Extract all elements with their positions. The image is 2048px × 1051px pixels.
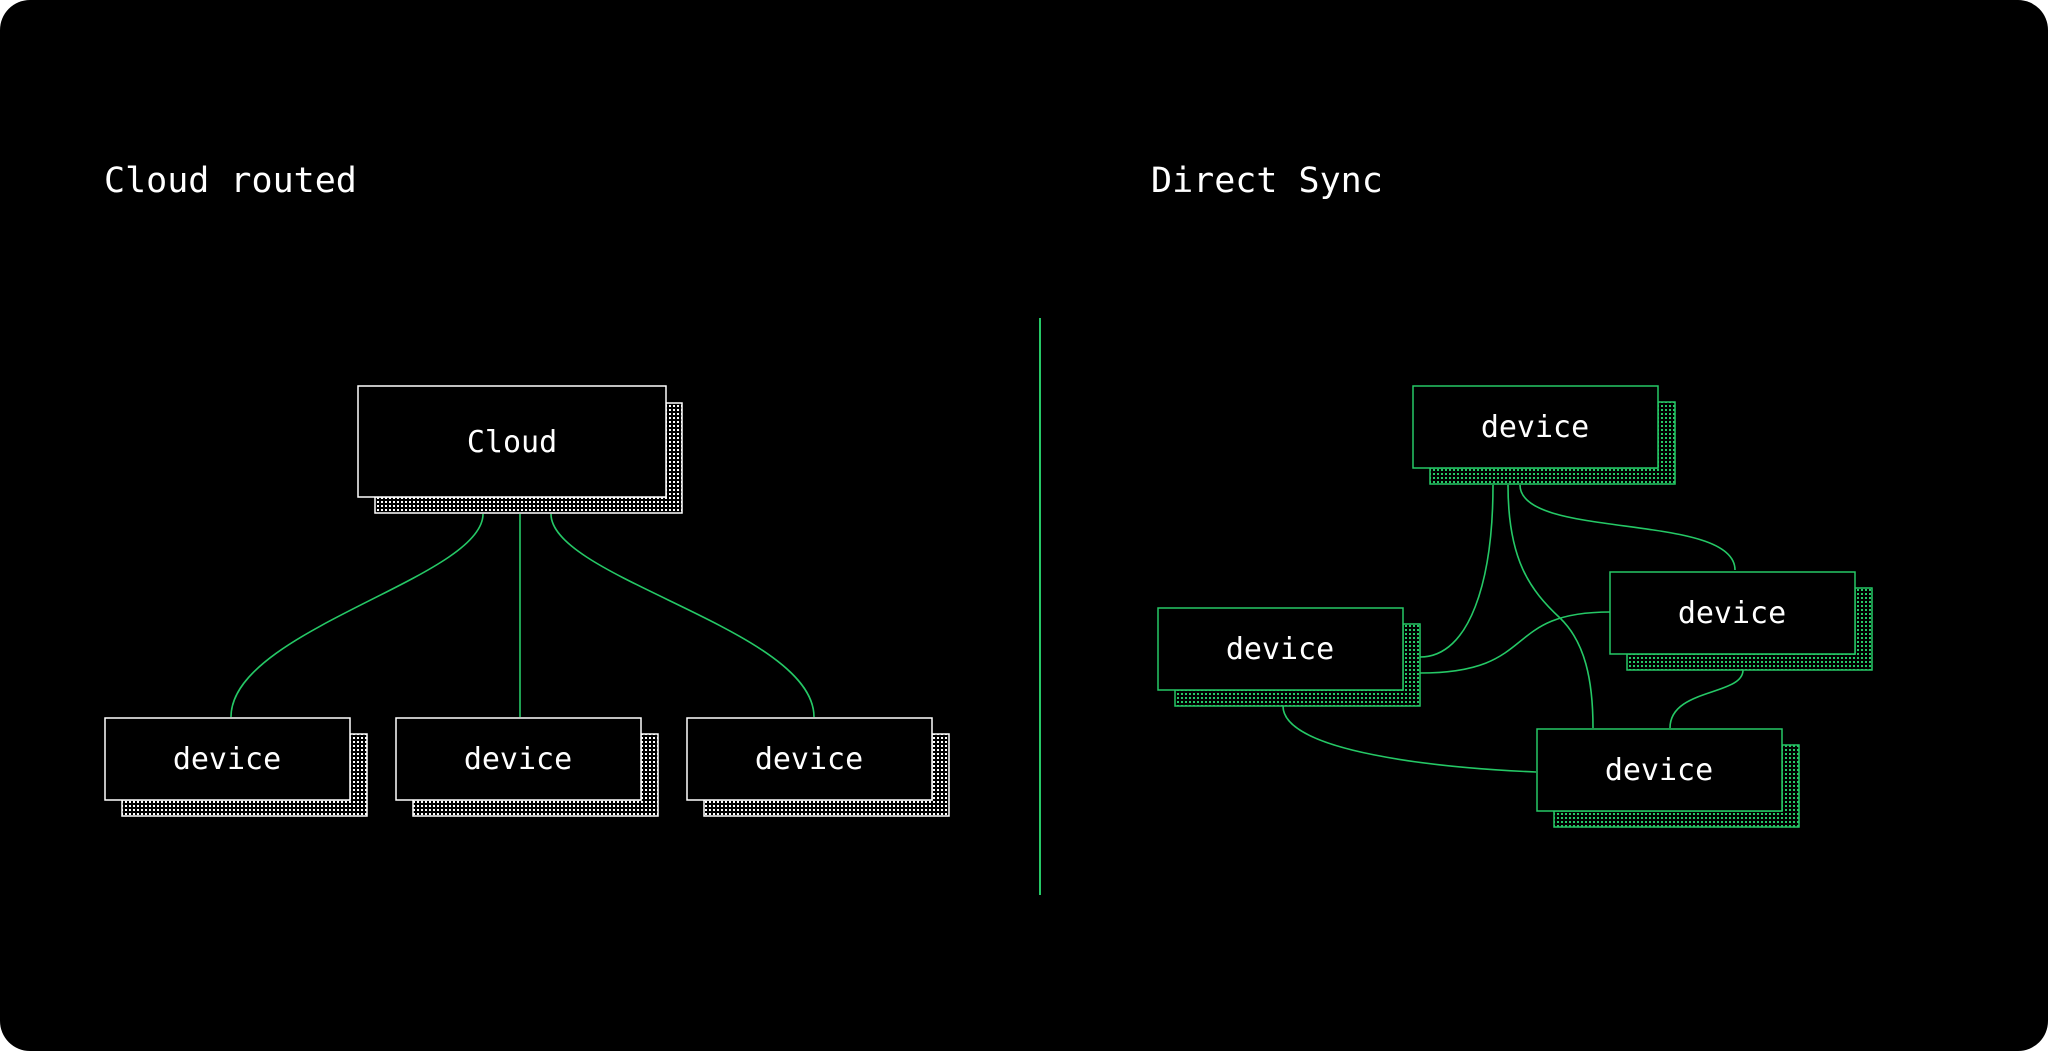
top-to-left-device-edge (1419, 484, 1494, 658)
cloud-node: Cloud (357, 385, 683, 514)
cloud-routed-title: Cloud routed (104, 161, 357, 201)
top-to-bottom-device-edge (1507, 484, 1594, 729)
direct-sync-title: Direct Sync (1151, 161, 1383, 201)
right-device-top-label: device (1481, 410, 1589, 445)
left-device-3: device (686, 717, 950, 817)
right-device-top: device (1412, 385, 1676, 485)
left-device-2-box (395, 717, 642, 801)
left-device-1: device (104, 717, 368, 817)
right-device-left-box (1157, 607, 1404, 691)
right-device-left-label: device (1226, 632, 1334, 667)
right-to-bottom-device-edge (1669, 669, 1744, 729)
left-device-1-label: device (173, 742, 281, 777)
left-device-3-box (686, 717, 933, 801)
right-device-bottom: device (1536, 728, 1800, 828)
cloud-node-box (357, 385, 667, 498)
cloud-to-device-1-edge (230, 513, 484, 718)
left-device-2: device (395, 717, 659, 817)
left-device-2-label: device (464, 742, 572, 777)
top-to-right-device-edge (1519, 484, 1736, 571)
cloud-node-label: Cloud (467, 425, 557, 460)
right-device-bottom-label: device (1605, 753, 1713, 788)
direct-sync-edges (1282, 484, 1744, 773)
right-device-right: device (1609, 571, 1873, 671)
cloud-to-device-3-edge (550, 513, 815, 718)
right-device-right-box (1609, 571, 1856, 655)
left-device-3-label: device (755, 742, 863, 777)
left-device-1-box (104, 717, 351, 801)
right-device-bottom-box (1536, 728, 1783, 812)
right-device-top-box (1412, 385, 1659, 469)
left-to-right-device-edge (1419, 611, 1611, 674)
right-device-left: device (1157, 607, 1421, 707)
left-to-bottom-device-edge (1282, 705, 1537, 773)
cloud-routed-edges (230, 513, 815, 718)
right-device-right-label: device (1678, 596, 1786, 631)
